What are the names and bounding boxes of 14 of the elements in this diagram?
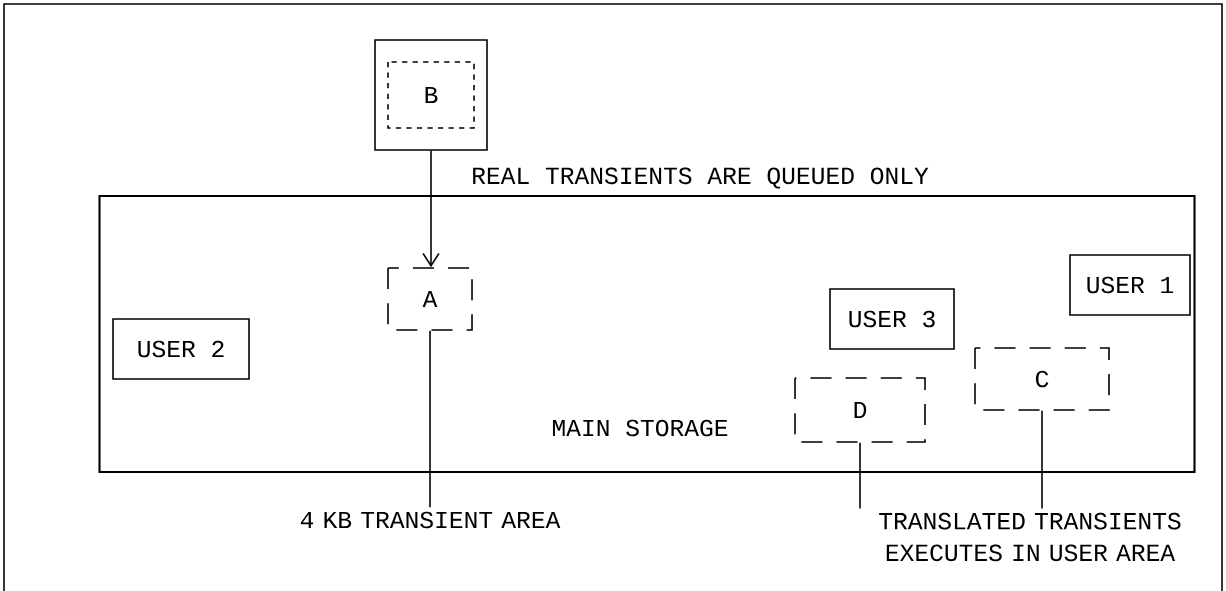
storage-box: B	[374, 39, 488, 151]
user-area-box: USER 2	[112, 318, 250, 380]
leader-line	[429, 330, 431, 509]
user-area-box: USER 1	[1069, 254, 1191, 316]
caption-text: 4 KB TRANSIENT AREA	[300, 511, 561, 529]
user-area-box: USER 3	[829, 288, 955, 350]
caption-text: TRANSLATED TRANSIENTS EXECUTES IN USER AREA	[879, 512, 1181, 562]
dashed-box: C	[974, 347, 1110, 411]
dashed-box: A	[387, 267, 473, 331]
dashed-box: D	[794, 377, 926, 443]
note-text: REAL TRANSIENTS ARE QUEUED ONLY	[473, 167, 929, 189]
leader-line	[859, 442, 861, 510]
arrow	[422, 150, 440, 268]
leader-line	[1041, 410, 1043, 510]
